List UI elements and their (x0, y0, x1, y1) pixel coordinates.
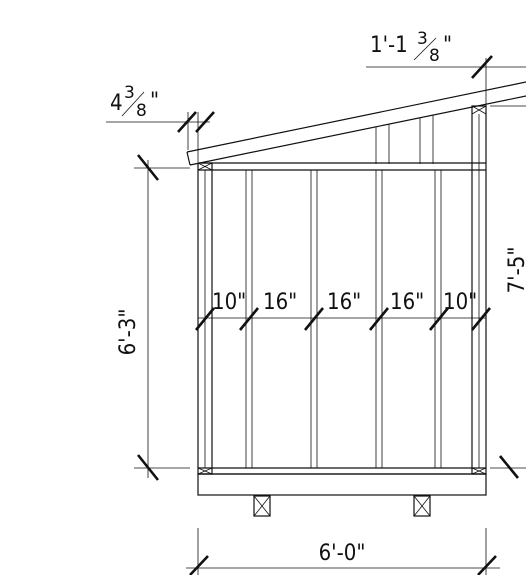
roof-rafter (186, 81, 526, 166)
width-label: 6'-0" (319, 541, 366, 566)
eave-overhang-inch-mark: " (150, 89, 159, 114)
stud-spacing-label-2: 16" (263, 290, 297, 315)
dimension-eave-overhang: 4 3 8 " (106, 83, 215, 162)
top-overhang-frac-den: 8 (429, 46, 440, 66)
dimension-front-wall-height: 6'-3" (116, 154, 190, 481)
stud-spacing-label-3: 16" (327, 290, 361, 315)
skid-left (253, 495, 271, 517)
front-wall-height-label: 6'-3" (116, 309, 141, 356)
dimension-stud-spacing: 10" 16" 16" 16" 10" (194, 290, 492, 331)
eave-overhang-frac-num: 3 (124, 83, 135, 103)
back-wall-height-label: 7'-5" (505, 247, 526, 294)
top-overhang-frac-num: 3 (417, 29, 428, 49)
dimension-back-wall-height: 7'-5" (490, 105, 526, 479)
stud-spacing-label-1: 10" (212, 290, 246, 315)
stud-spacing-label-5: 10" (443, 290, 477, 315)
top-overhang-inch-mark: " (443, 33, 452, 58)
eave-overhang-label: 4 (110, 91, 123, 116)
gable-studs (375, 115, 434, 164)
skid-right (413, 495, 431, 517)
dimension-width: 6'-0" (186, 528, 500, 575)
top-overhang-label: 1'-1 (370, 33, 408, 58)
dimension-top-overhang: 1'-1 3 8 " (366, 29, 526, 106)
stud-spacing-label-4: 16" (390, 290, 424, 315)
wall-frame (197, 105, 487, 496)
eave-overhang-frac-den: 8 (136, 101, 147, 121)
